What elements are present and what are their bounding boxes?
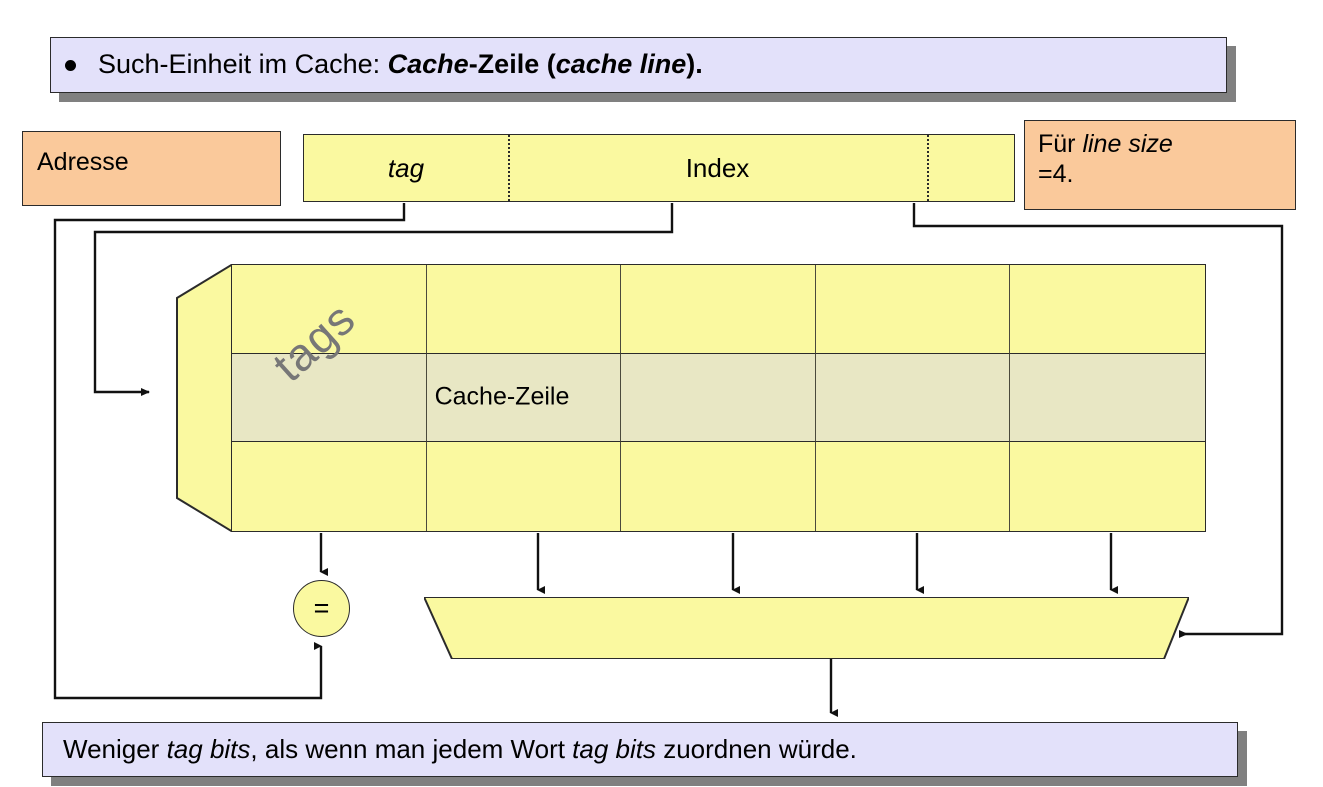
cache-cell [1010,442,1205,531]
address-segment-index: Index [508,135,927,201]
multiplexer [424,597,1189,659]
cache-cell [427,442,622,531]
footer-callout: Weniger tag bits, als wenn man jedem Wor… [42,722,1238,777]
line-size-text-part-2: =4. [1038,159,1074,188]
cache-grid-row [232,265,1205,354]
cache-cell [815,353,1011,443]
header-text-part-3: ). [686,49,703,80]
footer-text-part-3: zuordnen würde. [656,734,857,765]
address-segment-tag: tag [304,135,508,201]
line-size-text-emph: line size [1082,130,1173,158]
tags-array-block [155,264,233,532]
cache-cell [232,442,427,531]
footer-row: Weniger tag bits, als wenn man jedem Wor… [43,723,1237,776]
cache-grid: Cache-Zeile [231,264,1206,532]
cache-grid-row [232,442,1205,531]
header-row: Such-Einheit im Cache: Cache-Zeile (cach… [51,38,1226,92]
address-label-box: Adresse [22,131,281,206]
cache-cell [232,265,427,354]
cache-cell-cache-line: Cache-Zeile [426,353,622,443]
cache-cell [1010,353,1205,443]
cache-cell [621,265,816,354]
address-field-bar: tag Index [303,134,1015,202]
cache-cell [621,442,816,531]
header-text-bold-1: -Zeile [468,49,540,80]
header-text-emph-1: Cache [387,49,469,80]
header-text-part-1: Such-Einheit im Cache: [98,49,388,80]
footer-text-emph-2: tag bits [572,734,656,765]
header-text-emph-2: cache line [555,49,687,80]
cache-cell [621,353,816,443]
header-text: Such-Einheit im Cache: Cache-Zeile (cach… [98,49,703,80]
footer-text-part-1: Weniger [63,734,167,765]
footer-text-part-2: , als wenn man jedem Wort [250,734,573,765]
address-segment-index-label: Index [685,152,750,183]
comparator-equals: = [293,580,350,637]
address-divider-2 [927,135,929,201]
address-segment-offset [927,135,1014,201]
cache-cell [815,265,1011,354]
address-label-text: Adresse [37,148,129,176]
cache-cell [1010,265,1205,354]
cache-cell [816,442,1011,531]
address-segment-tag-label: tag [387,152,425,183]
cache-grid-row-highlighted: Cache-Zeile [232,353,1205,443]
cache-cell [232,353,427,443]
line-size-text-part-1: Für [1038,130,1083,158]
footer-text: Weniger tag bits, als wenn man jedem Wor… [63,735,857,764]
comparator-label: = [313,593,330,623]
header-text-part-2: ( [539,49,556,80]
cache-cell [426,265,622,354]
footer-text-emph-1: tag bits [166,734,251,765]
address-divider-1 [508,135,510,201]
cache-line-label: Cache-Zeile [434,382,570,411]
header-callout: Such-Einheit im Cache: Cache-Zeile (cach… [50,37,1227,93]
line-size-note-box: Für line size =4. [1024,120,1296,210]
bullet-dot-icon [65,59,76,71]
